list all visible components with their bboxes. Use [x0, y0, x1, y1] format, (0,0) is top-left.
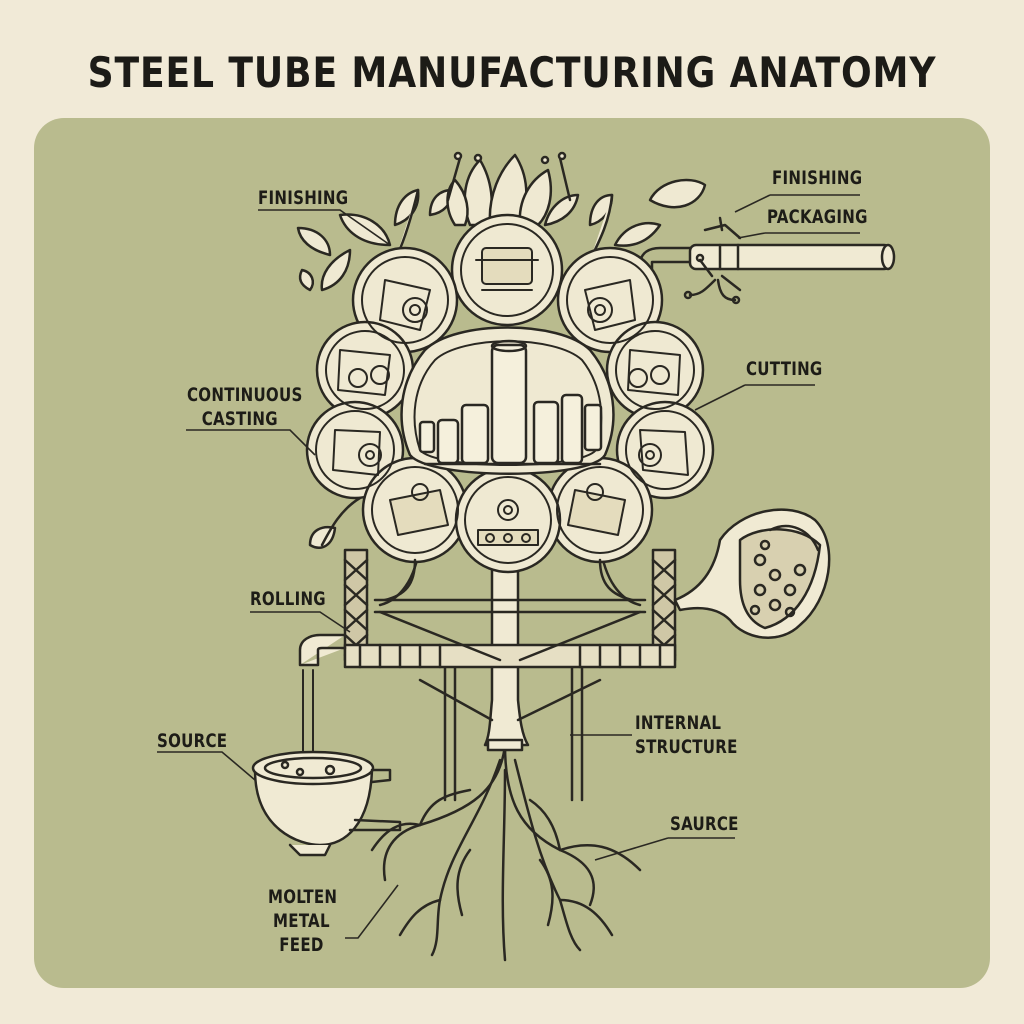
- label-molten-line3: FEED: [279, 934, 324, 956]
- label-cutting: CUTTING: [746, 358, 823, 380]
- label-continuous-casting: CONTINUOUS CASTING: [187, 383, 303, 431]
- roots: [370, 743, 642, 962]
- label-source-right: SAURCE: [670, 813, 739, 835]
- label-rolling: ROLLING: [250, 588, 326, 610]
- left-pipe-and-bowl: [251, 633, 402, 857]
- label-finishing-left: FINISHING: [258, 187, 349, 209]
- label-internal-structure-line2: STRUCTURE: [635, 736, 738, 758]
- label-continuous-casting-line2: CASTING: [201, 408, 278, 430]
- label-molten-line1: MOLTEN: [268, 886, 338, 908]
- scaffold-structure: [343, 548, 677, 802]
- central-chamber: [400, 326, 615, 475]
- right-funnel: [673, 508, 831, 639]
- label-source-left: SOURCE: [157, 730, 228, 752]
- label-molten-line2: METAL: [273, 910, 330, 932]
- label-packaging: PACKAGING: [767, 206, 868, 228]
- label-internal-structure: INTERNAL STRUCTURE: [635, 711, 738, 759]
- label-finishing-right: FINISHING: [772, 167, 863, 189]
- page-title: STEEL TUBE MANUFACTURING ANATOMY: [87, 48, 937, 97]
- pod-machinery: [332, 247, 689, 546]
- flower-crown: [446, 151, 580, 227]
- packaging-pipe: [638, 216, 896, 305]
- label-internal-structure-line1: INTERNAL: [635, 712, 722, 734]
- label-continuous-casting-line1: CONTINUOUS: [187, 384, 303, 406]
- label-molten-metal-feed: MOLTEN METAL FEED: [268, 885, 338, 957]
